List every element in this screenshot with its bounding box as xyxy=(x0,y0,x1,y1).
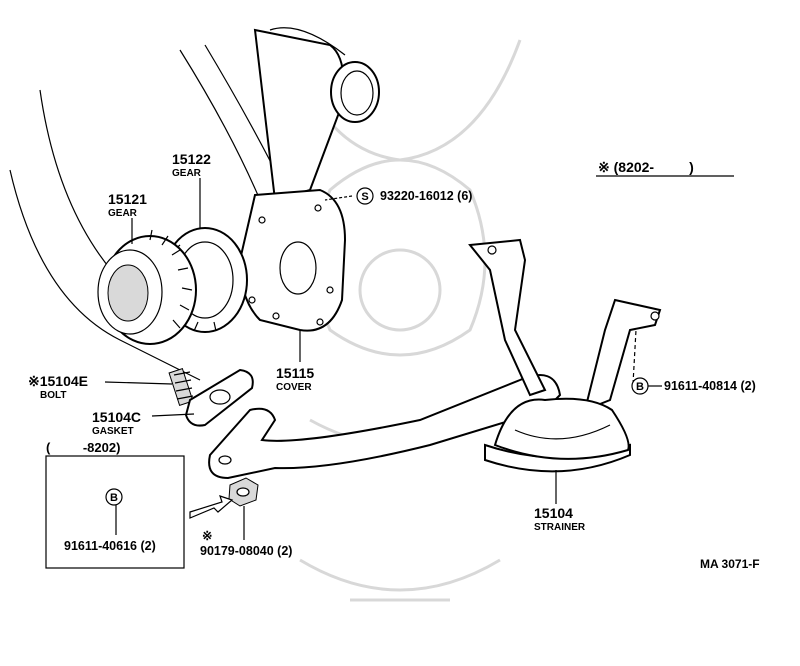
callout-number: ※15104E xyxy=(28,373,88,389)
callout-number: 15121 xyxy=(108,191,147,207)
bolt-box-symbol-letter: B xyxy=(110,492,118,504)
callout-name: STRAINER xyxy=(534,522,586,533)
bolt-right-symbol-icon: B xyxy=(631,377,649,395)
callout-name: COVER xyxy=(276,382,312,393)
callout-15121: 15121 GEAR xyxy=(108,191,147,219)
callout-number: 15104C xyxy=(92,409,141,425)
pump-cover xyxy=(238,188,347,332)
screw-symbol-letter: S xyxy=(361,191,368,203)
callout-number: 15115 xyxy=(276,365,314,381)
callout-number: 15104 xyxy=(534,505,573,521)
bolt-right-symbol-letter: B xyxy=(636,381,644,393)
bolt-right-part-number: 91611-40814 (2) xyxy=(664,379,756,393)
callout-name: GEAR xyxy=(108,208,138,219)
callout-number: 15122 xyxy=(172,151,211,167)
callout-15115: 15115 COVER xyxy=(276,365,314,393)
nut-part-number: 90179-08040 (2) xyxy=(200,544,292,558)
figure-code: MA 3071-F xyxy=(700,557,760,571)
callout-15104e: ※15104E BOLT xyxy=(28,373,88,401)
variant-header: ※ (8202- ) xyxy=(598,159,694,175)
callout-15104c: 15104C GASKET xyxy=(92,409,141,437)
leader-lines xyxy=(104,175,734,540)
legacy-box-title: ( -8202) xyxy=(46,440,120,455)
callout-name: GASKET xyxy=(92,426,134,437)
callout-15104: 15104 STRAINER xyxy=(534,505,586,533)
nut-prefix-mark: ※ xyxy=(202,529,212,543)
gear-15121 xyxy=(97,229,197,345)
legacy-variant-box xyxy=(45,455,185,569)
bolt-box-part-number: 91611-40616 (2) xyxy=(64,539,156,553)
gasket-15104c xyxy=(184,368,254,427)
screw-symbol-icon: S xyxy=(356,187,374,205)
bolt-box-symbol-icon: B xyxy=(105,488,123,506)
callout-name: GEAR xyxy=(172,168,202,179)
bolt-15104e xyxy=(168,368,194,406)
screw-part-number: 93220-16012 (6) xyxy=(380,189,472,203)
strainer-15104 xyxy=(208,238,662,480)
nut-90179 xyxy=(189,477,259,519)
engine-block-outline xyxy=(9,27,380,381)
callout-15122: 15122 GEAR xyxy=(172,151,211,179)
callout-name: BOLT xyxy=(40,390,66,401)
